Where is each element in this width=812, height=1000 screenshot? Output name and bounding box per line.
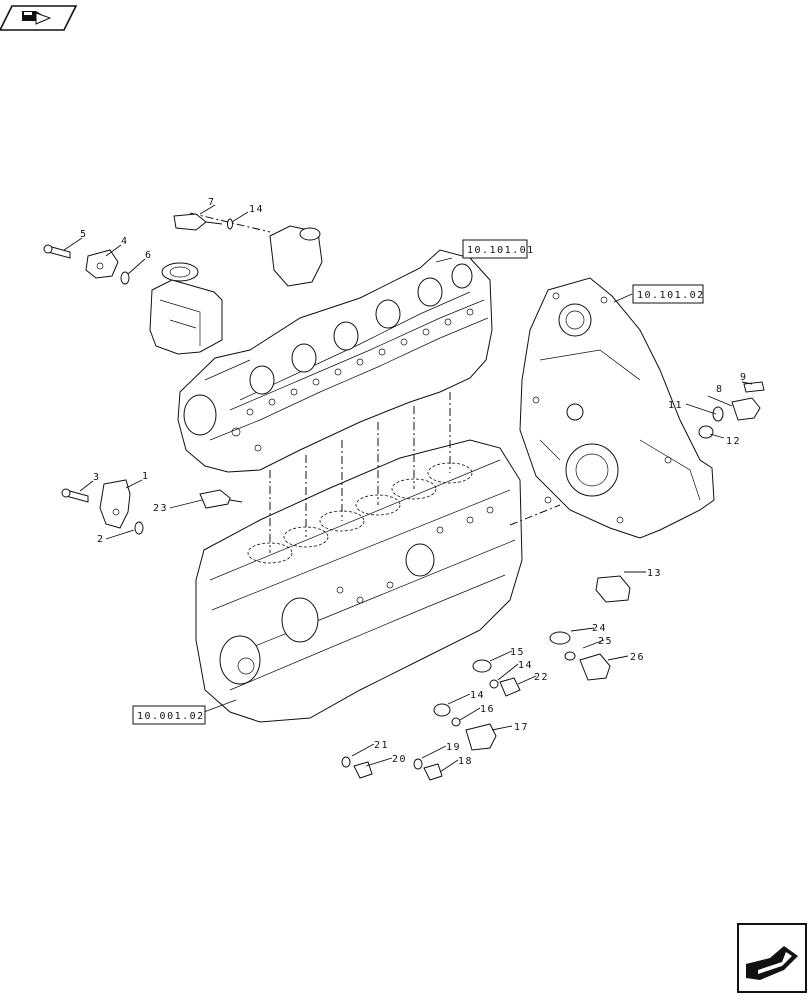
callout: 5 [80, 229, 88, 240]
callout: 15 [510, 647, 525, 658]
callout: 25 [598, 636, 613, 647]
callout: 4 [121, 236, 129, 247]
next-page-arrow-icon[interactable] [737, 923, 807, 993]
leader-lines [63, 204, 753, 773]
callout: 9 [740, 372, 748, 383]
alignment-lines [189, 212, 561, 553]
callout: 17 [514, 722, 529, 733]
callout: 13 [647, 568, 662, 579]
callout: 14 [470, 690, 485, 701]
cylinder-head [177, 249, 493, 473]
book-pointer-icon[interactable] [0, 5, 78, 31]
callout: 7 [208, 197, 216, 208]
sensor-parts [43, 213, 765, 781]
callout: 3 [93, 472, 101, 483]
ref-box-timing-cover[interactable]: 10.101.02 [632, 284, 705, 304]
callout: 14 [249, 204, 264, 215]
ref-label: 10.001.02 [137, 711, 205, 722]
callout: 18 [458, 756, 473, 767]
callout: 16 [480, 704, 495, 715]
callout: 26 [630, 652, 645, 663]
timing-cover [519, 277, 715, 539]
callout: 22 [534, 672, 549, 683]
callout: 14 [518, 660, 533, 671]
ref-box-cylinder-head[interactable]: 10.101.01 [462, 239, 535, 259]
callout: 20 [392, 754, 407, 765]
callout: 23 [153, 503, 168, 514]
water-outlet-housing [269, 225, 323, 287]
callout: 24 [592, 623, 607, 634]
ref-label: 10.101.01 [467, 245, 535, 256]
callout: 21 [374, 740, 389, 751]
callout: 12 [726, 436, 741, 447]
callout: 1 [142, 471, 150, 482]
ref-box-engine-block[interactable]: 10.001.02 [132, 705, 206, 725]
callout-labels: 7 14 5 4 6 3 1 2 23 9 8 11 12 13 24 25 2… [80, 197, 748, 767]
engine-block [195, 439, 523, 723]
callout: 11 [668, 400, 683, 411]
callout: 2 [97, 534, 105, 545]
callout: 19 [446, 742, 461, 753]
callout: 6 [145, 250, 153, 261]
ref-label: 10.101.02 [637, 290, 705, 301]
thermostat-housing [149, 262, 223, 355]
callout: 8 [716, 384, 724, 395]
